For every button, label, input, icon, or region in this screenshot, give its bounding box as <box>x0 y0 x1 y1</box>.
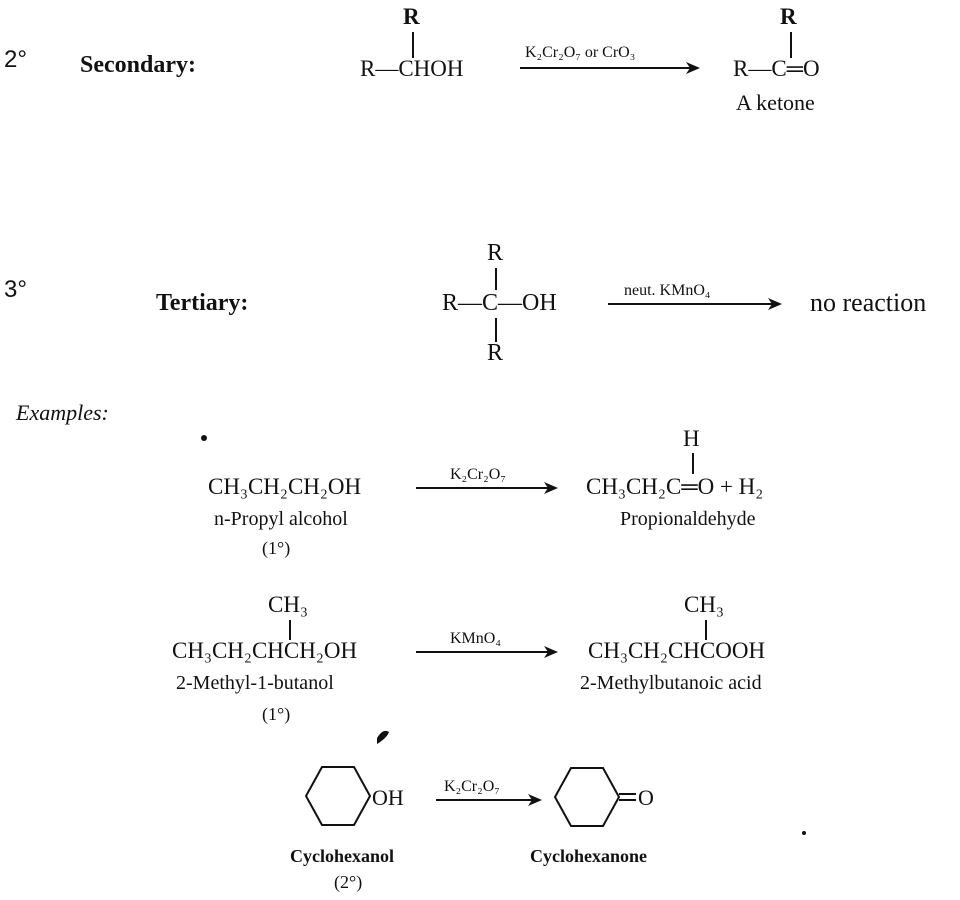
methyl-group: CH₃ <box>684 592 724 617</box>
reactant-formula: CH₃CH₂CH₂OH <box>208 474 362 499</box>
reactant-formula: R—C—OH <box>442 290 557 316</box>
examples-heading: Examples: <box>16 400 109 425</box>
section-title-tertiary: Tertiary: <box>156 290 249 316</box>
arrowhead <box>528 794 542 806</box>
substituent-r: R <box>487 240 504 266</box>
reactant-degree: (2°) <box>334 872 363 892</box>
reactant-name: 2-Methyl-1-butanol <box>176 672 334 694</box>
reactant-degree: (1°) <box>262 538 291 558</box>
substituent-r: R <box>780 4 797 29</box>
reaction-result: no reaction <box>810 288 927 317</box>
degree-label-tertiary: 3° <box>4 276 27 303</box>
reagent-label: neut. KMnO₄ <box>624 282 711 299</box>
substituent-r: R <box>403 4 420 29</box>
substituent-r: R <box>487 340 504 366</box>
product-formula: R—C═O <box>733 56 820 81</box>
product-name: Cyclohexanone <box>530 846 647 866</box>
reactant-formula: CH₃CH₂CHCH₂OH <box>172 638 358 663</box>
product-formula: CH₃CH₂C═O + H₂ <box>586 474 764 499</box>
hydroxyl-group: OH <box>372 785 404 810</box>
arrowhead <box>544 482 558 494</box>
product-name: A ketone <box>736 90 815 115</box>
cyclohexane-ring <box>304 766 372 826</box>
section-title-secondary: Secondary: <box>80 52 196 78</box>
reagent-label: K₂Cr₂O₇ <box>450 466 506 483</box>
methyl-group: CH₃ <box>268 592 308 617</box>
reagent-label: K₂Cr₂O₇ <box>444 778 500 795</box>
print-speck <box>201 435 207 441</box>
print-speck <box>802 831 806 835</box>
arrowhead <box>686 62 700 74</box>
product-name: Propionaldehyde <box>620 508 756 530</box>
reactant-degree: (1°) <box>262 704 291 724</box>
reagent-label: K₂Cr₂O₇ or CrO₃ <box>525 44 636 61</box>
substituent-h: H <box>683 426 700 451</box>
reactant-name: n-Propyl alcohol <box>214 508 348 530</box>
print-speck <box>377 730 389 744</box>
arrowhead <box>768 298 782 310</box>
product-name: 2-Methylbutanoic acid <box>580 672 762 694</box>
carbonyl-oxygen: O <box>638 785 654 810</box>
reactant-formula: R—CHOH <box>360 56 464 81</box>
reactant-name: Cyclohexanol <box>290 846 395 866</box>
arrowhead <box>544 646 558 658</box>
reagent-label: KMnO₄ <box>450 630 501 647</box>
degree-label-secondary: 2° <box>4 46 27 73</box>
product-formula: CH₃CH₂CHCOOH <box>588 638 766 663</box>
cyclohexanone-ring <box>553 767 621 827</box>
